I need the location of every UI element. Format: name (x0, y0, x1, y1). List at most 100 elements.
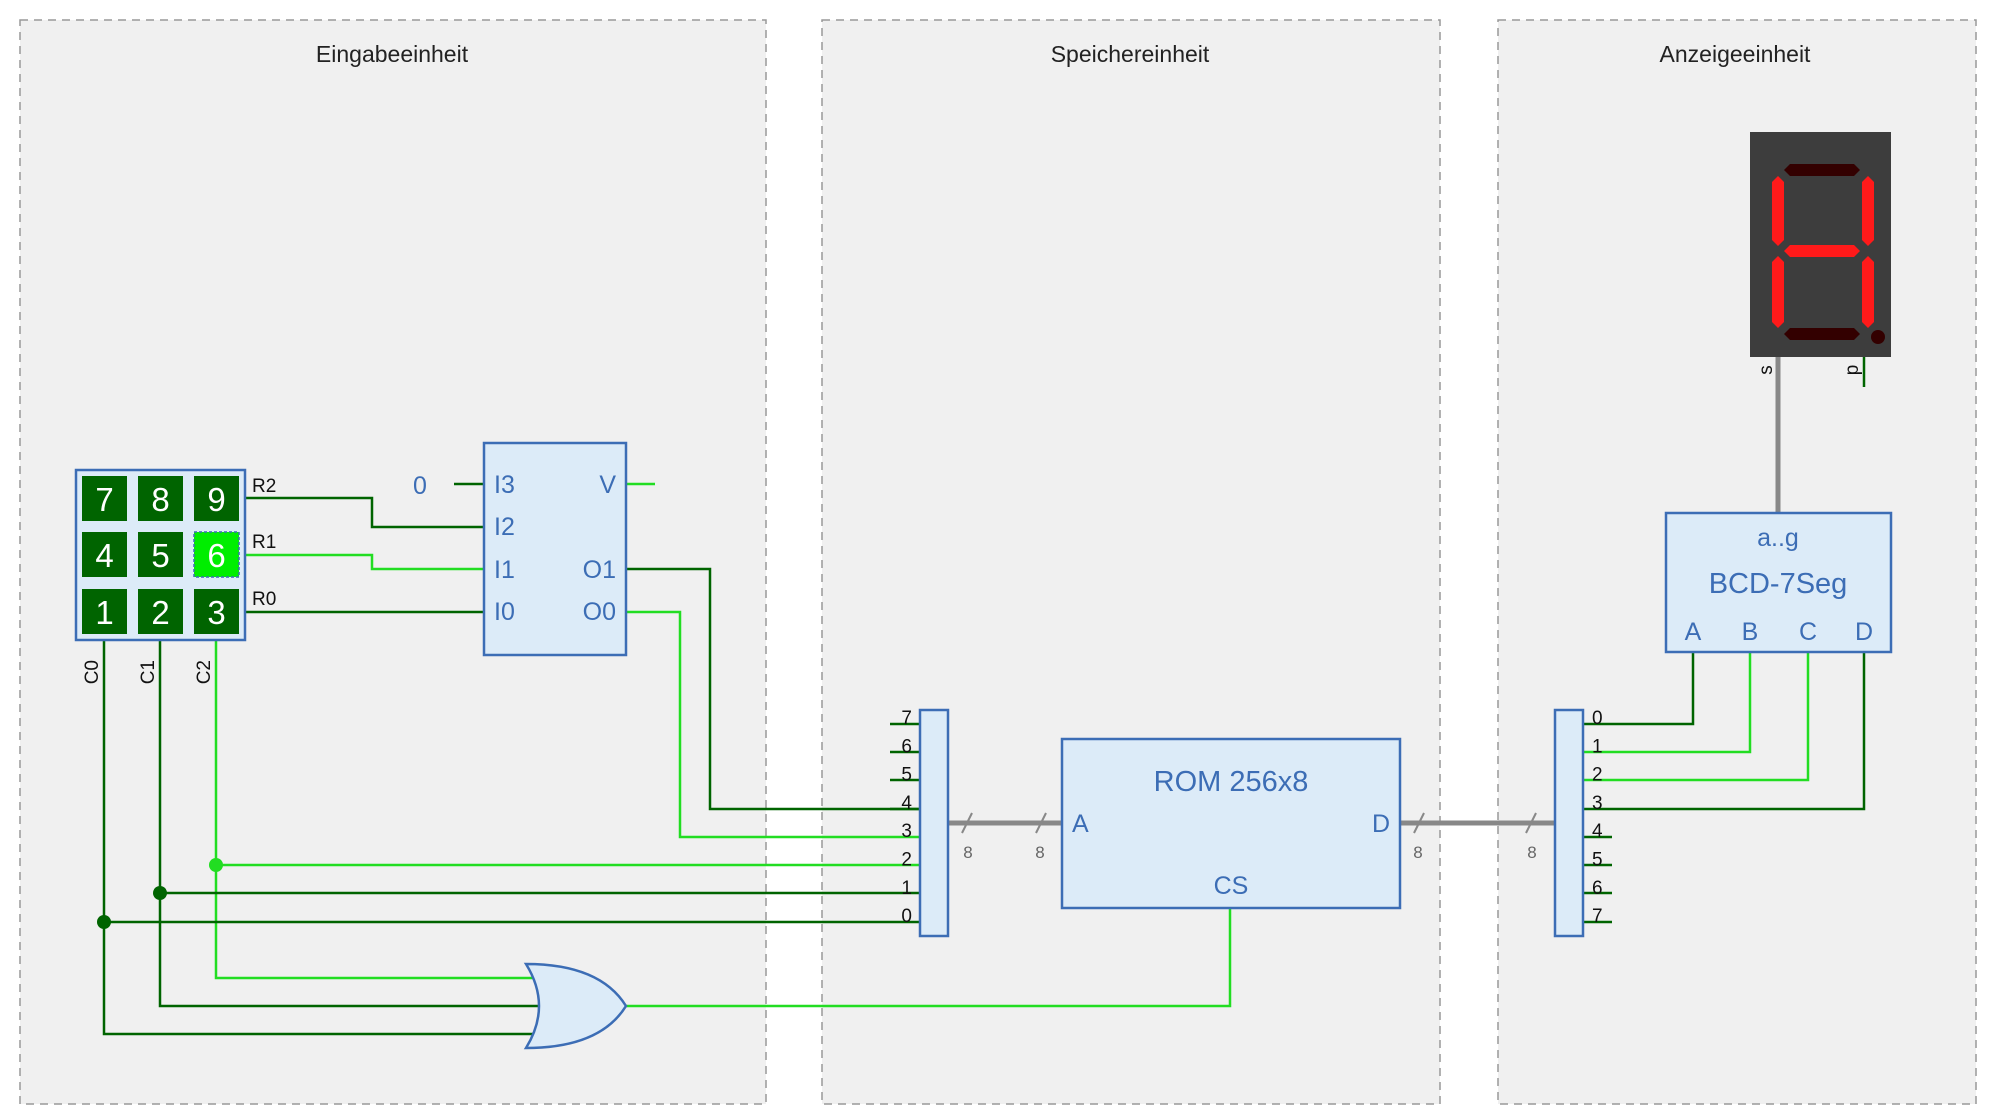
decoder-output-label: a..g (1757, 524, 1799, 552)
wire-bit2 (1583, 652, 1810, 782)
encoder-input-label: I1 (494, 556, 515, 584)
wire-r2 (245, 496, 484, 529)
decoder-input-label: B (1742, 618, 1759, 646)
wire-r1 (245, 553, 484, 571)
section-input-title: Eingabeeinheit (316, 41, 469, 67)
col-label: C2 (194, 660, 215, 684)
merger-pin-label: 7 (901, 708, 912, 729)
bus-width-label: 8 (963, 843, 972, 862)
wire-cs (626, 908, 1232, 1008)
splitter-pin-label: 3 (1592, 793, 1603, 814)
bit-splitter: 0 1 2 3 4 5 6 7 (1553, 708, 1603, 938)
encoder-output-label: O0 (583, 598, 616, 626)
junction-dot (97, 915, 111, 929)
or-gate (523, 962, 628, 1050)
segment-b (1862, 176, 1874, 246)
segment-e (1772, 256, 1784, 328)
splitter-pin-label: 4 (1592, 821, 1603, 842)
splitter-pin-label: 7 (1592, 906, 1603, 927)
wire-c0-or (102, 922, 540, 1036)
keypad-key-label: 5 (151, 537, 169, 574)
wire-bit3 (1583, 652, 1866, 811)
row-label: R2 (252, 476, 276, 497)
decoder-input-label: C (1799, 618, 1817, 646)
decoder-input-label: A (1685, 618, 1702, 646)
rom-data-label: D (1372, 810, 1390, 838)
rom-title: ROM 256x8 (1154, 766, 1309, 798)
row-label: R0 (252, 589, 276, 610)
row-label: R1 (252, 532, 276, 553)
encoder-output-label: O1 (583, 556, 616, 584)
keypad-key-6[interactable]: 6 (193, 531, 240, 578)
col-label: C0 (82, 660, 103, 684)
segment-c (1862, 256, 1874, 328)
decoder-input-label: D (1855, 618, 1873, 646)
keypad-key-9[interactable]: 9 (194, 476, 239, 521)
keypad-key-label: 2 (151, 594, 169, 631)
keypad-key-4[interactable]: 4 (82, 532, 127, 577)
bit-merger: 7 6 5 4 3 2 1 0 (901, 708, 950, 938)
priority-encoder: I3 I2 I1 I0 V O1 O0 (482, 441, 628, 657)
wire-o0 (626, 610, 920, 839)
segment-g (1784, 245, 1860, 257)
section-memory: Speichereinheit (821, 19, 1441, 1105)
merger-pin-label: 6 (901, 736, 912, 757)
wire-bit0 (1583, 652, 1695, 726)
segment-f (1772, 176, 1784, 246)
wire-o1 (626, 567, 920, 811)
wire-c1-or (158, 893, 540, 1008)
keypad: 7 8 9 4 5 6 1 2 3 R2 R1 R0 C0 C1 C2 (74, 468, 276, 684)
junction-dot (209, 858, 223, 872)
segment-d (1784, 328, 1860, 340)
splitter-pin-label: 5 (1592, 850, 1603, 871)
keypad-key-label: 8 (151, 481, 169, 518)
section-memory-title: Speichereinheit (1051, 41, 1210, 67)
encoder-input-label: I3 (494, 471, 515, 499)
keypad-key-label: 4 (95, 537, 113, 574)
merger-pin-label: 4 (901, 793, 912, 814)
merger-pin-label: 1 (901, 878, 912, 899)
keypad-key-label: 6 (207, 537, 225, 574)
rom-address-label: A (1072, 810, 1089, 838)
merger-pin-label: 0 (901, 906, 912, 927)
encoder-output-label: V (599, 471, 616, 499)
rom: ROM 256x8 A D CS (1060, 737, 1402, 910)
constant-value: 0 (413, 472, 427, 500)
keypad-key-3[interactable]: 3 (194, 589, 239, 634)
encoder-input-label: I2 (494, 513, 515, 541)
splitter-pin-label: 0 (1592, 708, 1603, 729)
section-display-title: Anzeigeeinheit (1660, 41, 1812, 67)
bus-width-label: 8 (1413, 843, 1422, 862)
splitter-pin-label: 2 (1592, 765, 1603, 786)
keypad-key-label: 9 (207, 481, 225, 518)
keypad-key-1[interactable]: 1 (82, 589, 127, 634)
decimal-point (1871, 330, 1885, 344)
seven-segment-display: s p (1750, 132, 1891, 375)
col-label: C1 (138, 660, 159, 684)
keypad-key-7[interactable]: 7 (82, 476, 127, 521)
merger-pin-label: 3 (901, 821, 912, 842)
wire-c2-or (214, 865, 540, 980)
bus-width-label: 8 (1035, 843, 1044, 862)
decoder-title: BCD-7Seg (1709, 568, 1848, 600)
keypad-key-5[interactable]: 5 (138, 532, 183, 577)
bus-width-label: 8 (1527, 843, 1536, 862)
bcd-decoder: a..g BCD-7Seg A B C D (1664, 511, 1893, 654)
keypad-key-label: 7 (95, 481, 113, 518)
splitter-pin-label: 1 (1592, 736, 1603, 757)
junction-dot (153, 886, 167, 900)
merger-pin-label: 2 (901, 850, 912, 871)
keypad-key-label: 1 (95, 594, 113, 631)
encoder-input-label: I0 (494, 598, 515, 626)
segment-a (1784, 164, 1860, 176)
splitter-pin-label: 6 (1592, 878, 1603, 899)
seg-pin-p: p (1842, 365, 1863, 376)
rom-cs-label: CS (1214, 872, 1249, 900)
keypad-key-8[interactable]: 8 (138, 476, 183, 521)
seg-pin-s: s (1756, 365, 1777, 375)
merger-pin-label: 5 (901, 765, 912, 786)
wire-bit1 (1583, 652, 1752, 754)
keypad-key-label: 3 (207, 594, 225, 631)
keypad-key-2[interactable]: 2 (138, 589, 183, 634)
